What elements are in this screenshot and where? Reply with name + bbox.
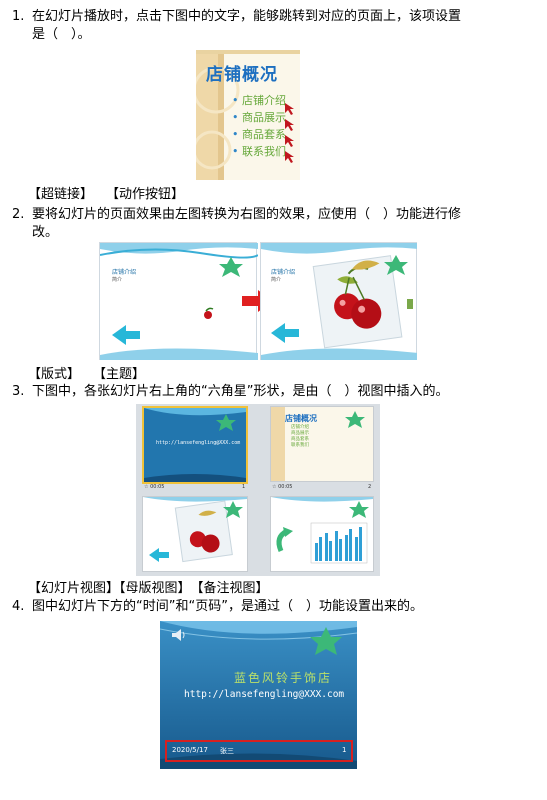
q2-left-slide-title: 店铺介绍	[112, 269, 137, 276]
q3-options: 【幻灯片视图】【母版视图】 【备注视图】	[28, 581, 269, 596]
star-icon	[345, 411, 365, 428]
q4-footer-name: 张三	[220, 747, 234, 755]
q1-number: 1.	[12, 9, 25, 24]
q3-thumb2-time: ☆ 00:05	[272, 484, 293, 490]
q1-options: 【超链接】 【动作按钮】	[28, 187, 185, 202]
q3-thumb-3[interactable]	[142, 496, 248, 572]
q3-slide-sorter-image: http://lansefengling@XXX.com ☆ 00:05 1 店…	[136, 404, 380, 576]
q4-footer-page: 1	[342, 746, 347, 754]
cursor-hand-icon	[285, 103, 294, 163]
q4-text: 图中幻灯片下方的“时间”和“页码”，是通过（ ）功能设置出来的。	[32, 599, 423, 614]
q3-thumb1-time: ☆ 00:05	[144, 484, 165, 490]
q4-footer-highlight	[165, 740, 353, 762]
q1-text-line1: 在幻灯片播放时，点击下图中的文字，能够跳转到对应的页面上，该项设置	[32, 9, 462, 24]
q3-thumb-1[interactable]: http://lansefengling@XXX.com	[142, 406, 248, 484]
q1-slide-image: 店铺概况 • 店铺介绍 • 商品展示 • 商品套系 • 联系我们	[196, 50, 300, 180]
q1-bullet-item[interactable]: • 商品套系	[232, 128, 286, 141]
q4-slide-title: 蓝色风铃手饰店	[234, 671, 333, 685]
left-arrow-icon	[271, 323, 299, 343]
q1-bullet-item[interactable]: • 店铺介绍	[232, 94, 286, 107]
q3-number: 3.	[12, 384, 25, 399]
star-icon	[216, 414, 236, 431]
q2-text-line1: 要将幻灯片的页面效果由左图转换为右图的效果，应使用（ ）功能进行修	[32, 207, 462, 222]
star-icon	[310, 627, 342, 655]
left-arrow-icon	[149, 548, 169, 562]
q2-left-slide-sub: 简介	[112, 277, 123, 283]
q2-options: 【版式】 【主题】	[28, 367, 146, 382]
q3-thumb2-num: 2	[368, 484, 372, 490]
q3-text: 下图中，各张幻灯片右上角的“六角星”形状，是由（ ）视图中插入的。	[32, 384, 449, 399]
q3-thumb-4[interactable]	[270, 496, 374, 572]
q2-comparison-image: 店铺介绍 简介 店铺介绍 简介	[99, 242, 417, 360]
q3-thumb-2[interactable]: 店铺概况 店铺介绍 商品展示 商品套系 联系我们	[270, 406, 374, 482]
q3-thumb1-num: 1	[242, 484, 246, 490]
q4-number: 4.	[12, 599, 25, 614]
star-icon	[223, 501, 243, 518]
q2-right-slide-title: 店铺介绍	[271, 269, 296, 276]
q1-bullet-item[interactable]: • 联系我们	[232, 145, 286, 158]
left-arrow-icon	[112, 325, 140, 345]
q2-text-line2: 改。	[32, 225, 59, 240]
q4-slide-image: 蓝色风铃手饰店 http://lansefengling@XXX.com 202…	[160, 621, 357, 769]
q1-bullet-item[interactable]: • 商品展示	[232, 111, 286, 124]
q4-slide-url: http://lansefengling@XXX.com	[184, 689, 345, 700]
q1-text-line2: 是（ ）。	[32, 27, 91, 42]
q3-thumb1-text: http://lansefengling@XXX.com	[156, 440, 241, 446]
q2-number: 2.	[12, 207, 25, 222]
q2-left-slide: 店铺介绍 简介	[99, 242, 258, 360]
q1-slide-title: 店铺概况	[206, 65, 278, 85]
star-icon	[219, 257, 243, 277]
q4-footer-date: 2020/5/17	[172, 746, 208, 754]
q2-right-slide-sub: 简介	[271, 277, 282, 283]
star-icon	[349, 501, 369, 518]
q1-bullet-list: • 店铺介绍 • 商品展示 • 商品套系 • 联系我们	[232, 92, 286, 160]
speaker-icon	[172, 629, 181, 641]
q3-thumb2-bullets: 店铺介绍 商品展示 商品套系 联系我们	[291, 425, 309, 448]
star-icon	[384, 255, 408, 275]
q3-thumb2-title: 店铺概况	[285, 414, 317, 423]
q2-right-slide: 店铺介绍 简介	[260, 242, 417, 360]
